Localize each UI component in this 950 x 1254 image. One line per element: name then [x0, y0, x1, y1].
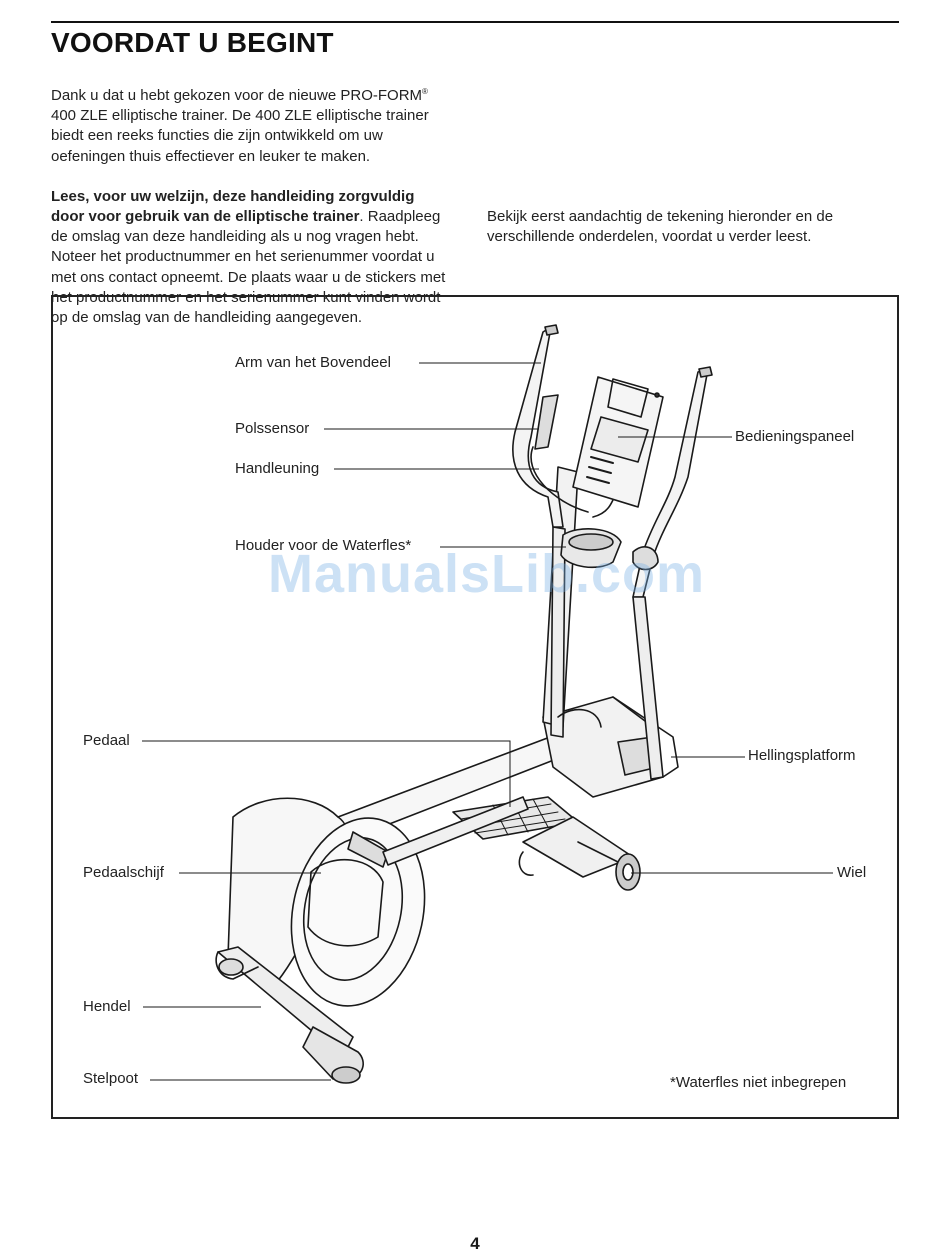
- elliptical-trainer-drawing: [142, 324, 833, 1084]
- intro-right-column: Bekijk eerst aandachtig de tekening hier…: [487, 86, 899, 267]
- footnote-water-bottle: *Waterfles niet inbegrepen: [670, 1074, 847, 1091]
- top-rule: [51, 21, 899, 23]
- label-wheel: Wiel: [837, 864, 867, 881]
- label-lever: Hendel: [83, 998, 131, 1015]
- label-console: Bedieningspaneel: [735, 428, 855, 445]
- page-number: 4: [470, 1234, 480, 1253]
- intro-paragraph-3: Bekijk eerst aandachtig de tekening hier…: [487, 208, 834, 246]
- label-leveling-foot: Stelpoot: [83, 1070, 139, 1087]
- intro-continuation-space: [487, 86, 899, 187]
- label-pulse-sensor: Polssensor: [235, 420, 310, 437]
- intro-p2-rest: . Raadpleeg de omslag van deze handleidi…: [51, 208, 446, 327]
- safety-notice-bold: Lees, voor uw welzijn, deze handleiding …: [51, 187, 415, 226]
- registered-mark: ®: [422, 87, 428, 96]
- intro-p1-text-rest: 400 ZLE elliptische trainer. De 400 ZLE …: [51, 107, 429, 165]
- label-upper-arm: Arm van het Bovendeel: [235, 354, 391, 371]
- label-incline-platform: Hellingsplatform: [748, 747, 856, 764]
- label-handrail: Handleuning: [235, 460, 320, 477]
- label-pedal: Pedaal: [83, 732, 130, 749]
- intro-p1-text: Dank u dat u hebt gekozen voor de nieuwe…: [51, 87, 423, 104]
- label-water-bottle-holder: Houder voor de Waterfles*: [235, 537, 412, 554]
- page-title: VOORDAT U BEGINT: [51, 27, 334, 58]
- intro-paragraph-1: Dank u dat u hebt gekozen voor de nieuwe…: [51, 86, 451, 167]
- label-pedal-disc: Pedaalschijf: [83, 864, 164, 881]
- intro-paragraph-2: Lees, voor uw welzijn, deze handleiding …: [51, 187, 451, 328]
- intro-left-column: Dank u dat u hebt gekozen voor de nieuwe…: [51, 86, 451, 348]
- watermark: ManualsLib.com: [268, 544, 706, 604]
- parts-diagram: Arm van het Bovendeel Polssensor Handleu…: [51, 295, 899, 1119]
